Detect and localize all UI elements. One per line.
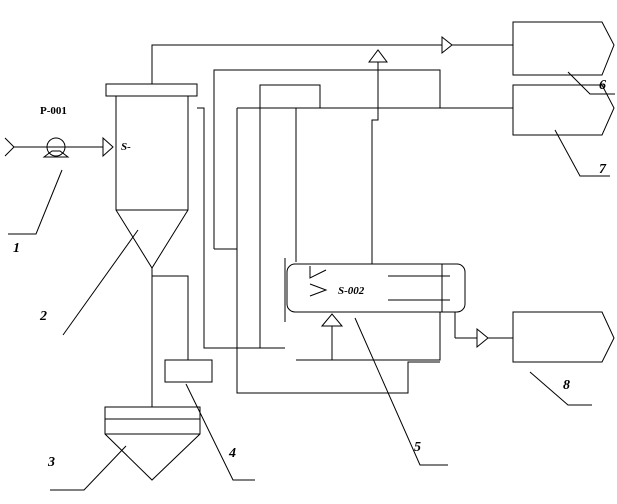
callout-1: 1 bbox=[13, 241, 20, 256]
separator-liquid-line bbox=[296, 312, 441, 361]
leader-3 bbox=[50, 445, 127, 491]
loop-outer bbox=[213, 69, 441, 249]
separator-label: S-002 bbox=[338, 285, 365, 297]
separator-spray-1 bbox=[309, 266, 327, 279]
callout-3: 3 bbox=[47, 455, 55, 470]
arrow-to-vessel-8 bbox=[476, 327, 489, 349]
vessel-7 bbox=[512, 84, 615, 136]
leader-1 bbox=[8, 169, 63, 235]
bypass-line bbox=[152, 275, 189, 360]
arrow-up-vapor bbox=[368, 49, 388, 63]
loop-inner bbox=[259, 84, 321, 348]
hopper-unit bbox=[105, 83, 198, 269]
separator-s002 bbox=[286, 263, 466, 313]
separator-bottom-line bbox=[296, 326, 333, 361]
hopper-cap bbox=[105, 83, 198, 97]
vessel-6 bbox=[512, 21, 615, 76]
leader-8 bbox=[529, 371, 592, 406]
vessel-8 bbox=[512, 311, 615, 363]
pump-label: P-001 bbox=[40, 105, 67, 117]
hopper-body bbox=[115, 96, 189, 269]
hopper-inlet-arrow bbox=[102, 136, 114, 158]
arrow-up-separator bbox=[320, 313, 344, 327]
leader-7 bbox=[554, 129, 610, 177]
unit-4 bbox=[164, 359, 213, 383]
collector-cap bbox=[104, 406, 201, 420]
leader-2 bbox=[62, 229, 139, 336]
leader-4 bbox=[185, 383, 255, 481]
collector-3 bbox=[104, 406, 201, 481]
callout-2: 2 bbox=[39, 309, 47, 324]
callout-7: 7 bbox=[599, 162, 607, 177]
leader-6 bbox=[567, 71, 615, 95]
callout-5: 5 bbox=[414, 440, 421, 455]
separator-vapor-line bbox=[371, 62, 379, 264]
arrow-to-vessel-6 bbox=[441, 35, 453, 55]
leader-5 bbox=[354, 317, 448, 466]
loop-left-drop bbox=[236, 108, 440, 394]
pump-base bbox=[42, 150, 70, 158]
collector-body bbox=[104, 419, 201, 481]
feed-arrow-left bbox=[4, 137, 15, 157]
callout-6: 6 bbox=[599, 78, 606, 93]
separator-body bbox=[286, 263, 466, 313]
callout-8: 8 bbox=[563, 378, 570, 393]
hopper-label: S- bbox=[121, 141, 131, 153]
pump-circle bbox=[46, 137, 66, 157]
separator-spray-2 bbox=[309, 283, 328, 297]
pump-p001 bbox=[42, 137, 70, 158]
callout-4: 4 bbox=[228, 446, 236, 461]
top-vapor-line bbox=[151, 44, 442, 84]
hopper-side-line bbox=[197, 107, 285, 349]
